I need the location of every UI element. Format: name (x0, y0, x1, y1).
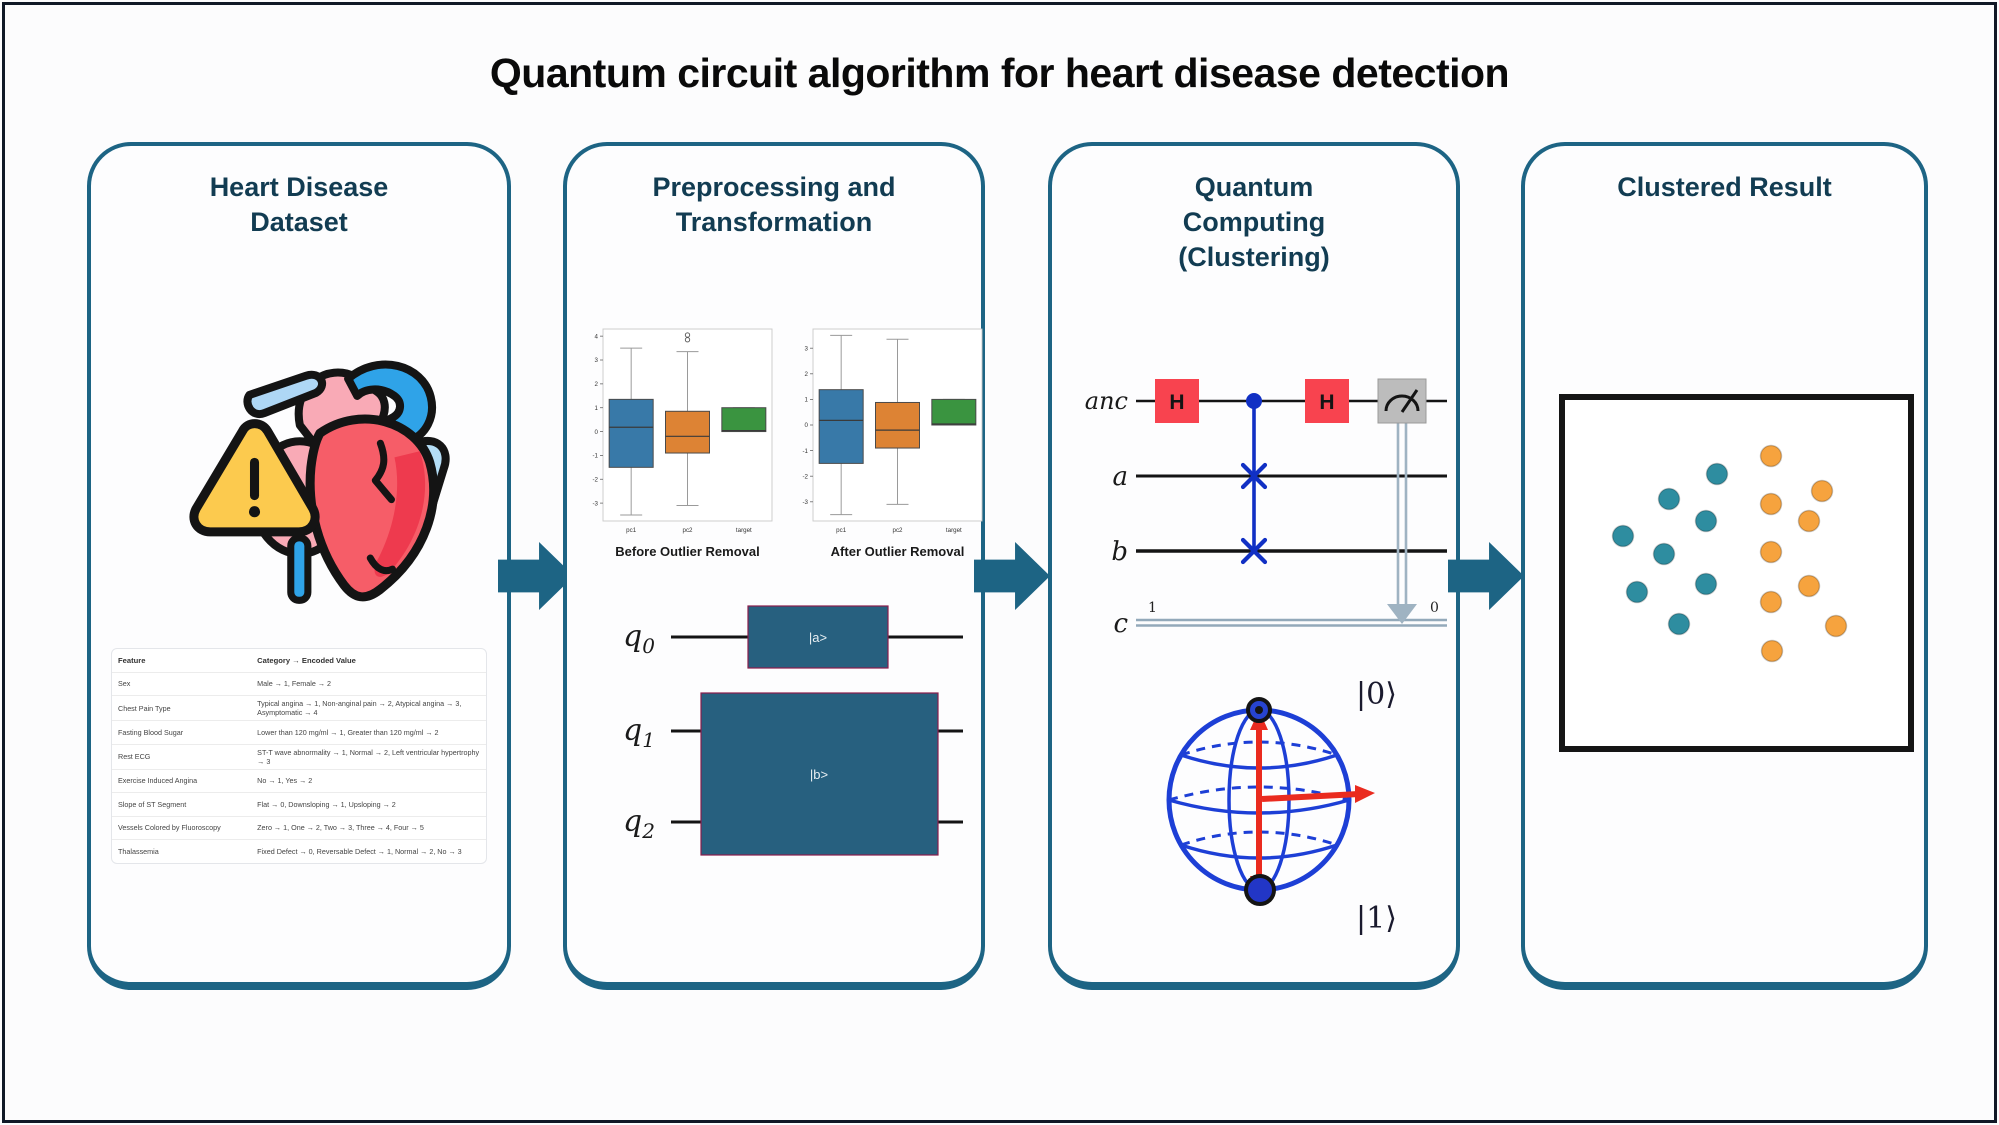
svg-text:target: target (736, 527, 752, 534)
feature-cell: Vessels Colored by Fluoroscopy (118, 823, 221, 833)
svg-text:pc2: pc2 (683, 527, 694, 534)
svg-text:0: 0 (805, 422, 809, 429)
bloch-axes-arrows-icon (1250, 710, 1375, 896)
wire-label-c: c (1113, 609, 1128, 639)
control-dot-icon (1246, 393, 1262, 409)
encoding-cell: Flat → 0, Downsloping → 1, Upsloping → 2 (257, 799, 396, 809)
encoding-cell: Male → 1, Female → 2 (257, 679, 332, 689)
flow-arrow-icon (974, 542, 1050, 610)
svg-text:-3: -3 (802, 499, 808, 506)
gate-a-label: |a> (809, 630, 827, 645)
svg-text:-1: -1 (592, 453, 598, 460)
panel-title: Clustered Result (1617, 172, 1832, 202)
measure-gate-icon (1377, 378, 1427, 424)
encoding-cell: Lower than 120 mg/ml → 1, Greater than 1… (257, 727, 439, 737)
svg-text:1: 1 (805, 397, 809, 404)
svg-text:4: 4 (595, 333, 599, 340)
encoding-table: Feature Category → Encoded Value Sex Male… (111, 648, 487, 864)
svg-text:Before Outlier Removal: Before Outlier Removal (615, 544, 760, 559)
feature-cell: Exercise Induced Angina (118, 776, 198, 786)
svg-text:pc1: pc1 (626, 527, 637, 534)
svg-text:pc1: pc1 (836, 527, 847, 534)
table-row: Vessels Colored by Fluoroscopy Zero → 1, … (112, 815, 486, 840)
feature-cell: Fasting Blood Sugar (118, 727, 184, 737)
feature-cell: Thalassemia (118, 846, 159, 856)
heart-warning-icon (189, 360, 450, 604)
swap-x-icon (1240, 462, 1268, 565)
wire-label-a: a (1112, 462, 1128, 492)
svg-text:-1: -1 (802, 448, 808, 455)
warning-icon (189, 419, 320, 537)
panel-title: Preprocessing and Transformation (652, 172, 896, 237)
classical-right-label: 0 (1430, 600, 1439, 616)
svg-text:1: 1 (595, 405, 599, 412)
gate-b-label: |b> (810, 767, 828, 782)
qubit-label-q2: q2 (623, 804, 655, 843)
svg-text:2: 2 (805, 371, 809, 378)
svg-text:pc2: pc2 (893, 527, 904, 534)
table-header-feature: Feature (118, 655, 146, 665)
classical-left-label: 1 (1148, 600, 1157, 616)
h-gate-box (1155, 379, 1199, 423)
svg-text:After Outlier Removal: After Outlier Removal (831, 544, 965, 559)
table-row: Chest Pain Type Typical angina → 1, Non-a… (112, 695, 486, 720)
feature-cell: Chest Pain Type (118, 703, 171, 713)
svg-text:-2: -2 (592, 476, 598, 483)
wire-label-anc: anc (1085, 387, 1128, 415)
state-encoding-circuit: q0 q1 q2 |a> |b> (623, 605, 963, 856)
feature-cell: Slope of ST Segment (118, 799, 187, 809)
table-header-encoding: Category → Encoded Value (257, 655, 356, 665)
qubit-label-q0: q0 (623, 619, 655, 658)
feature-cell: Rest ECG (118, 752, 151, 761)
table-header-row: Feature Category → Encoded Value (112, 649, 486, 672)
encoding-cell: Fixed Defect → 0, Reversable Defect → 1,… (257, 846, 462, 856)
panel-heart-disease-dataset: Heart Disease Dataset (87, 142, 511, 990)
qubit-label-q1: q1 (623, 713, 655, 752)
panel-title: Heart Disease Dataset (209, 172, 389, 237)
bloch-sphere: |0⟩ |1⟩ (1166, 677, 1397, 936)
state-zero-label: |0⟩ (1356, 677, 1397, 712)
table-row: Sex Male → 1, Female → 2 (112, 671, 486, 696)
swap-test-circuit: anc a b c H H 1 0 (1085, 378, 1447, 639)
svg-text:3: 3 (805, 345, 809, 352)
h-gate-label: H (1169, 391, 1184, 414)
svg-text:0: 0 (595, 429, 599, 436)
svg-text:target: target (946, 527, 962, 534)
table-row: Exercise Induced Angina No → 1, Yes → 2 (112, 768, 486, 793)
panel-quantum-computing-clustering: Quantum Computing (Clustering) anc a b c (1048, 142, 1460, 990)
svg-text:3: 3 (595, 357, 599, 364)
table-row: Slope of ST Segment Flat → 0, Downsloping… (112, 792, 486, 816)
h-gate-box (1305, 379, 1349, 423)
h-gate-label: H (1319, 391, 1334, 414)
state-one-label: |1⟩ (1356, 901, 1397, 936)
table-row: Rest ECG ST-T wave abnormality → 1, Norma… (112, 743, 486, 769)
encoding-cell: No → 1, Yes → 2 (257, 776, 313, 786)
cluster-scatter-plot (1559, 394, 1914, 752)
svg-text:2: 2 (595, 381, 599, 388)
table-row: Thalassemia Fixed Defect → 0, Reversable … (112, 839, 486, 863)
measure-arrowhead-icon (1387, 604, 1417, 624)
panel-clustered-result: Clustered Result (1521, 142, 1928, 990)
svg-text:-3: -3 (592, 500, 598, 507)
wire-label-b: b (1111, 537, 1128, 567)
encoding-cell: Typical angina → 1, Non-anginal pain → 2… (257, 699, 462, 717)
table-row: Fasting Blood Sugar Lower than 120 mg/ml … (112, 720, 486, 744)
feature-cell: Sex (118, 679, 131, 689)
panel-title: Quantum Computing (Clustering) (1178, 172, 1330, 272)
encoding-cell: ST-T wave abnormality → 1, Normal → 2, L… (257, 747, 480, 766)
svg-text:-2: -2 (802, 473, 808, 480)
panel-preprocessing-transformation: Preprocessing and Transformation 4 3 2 1 0 -1… (563, 142, 985, 990)
gate-b-box (700, 692, 939, 856)
page-title: Quantum circuit algorithm for heart dise… (489, 50, 1510, 96)
gate-a-box (747, 605, 889, 669)
encoding-cell: Zero → 1, One → 2, Two → 3, Three → 4, F… (257, 823, 424, 833)
bloch-bottom-pole-icon (1244, 874, 1276, 906)
